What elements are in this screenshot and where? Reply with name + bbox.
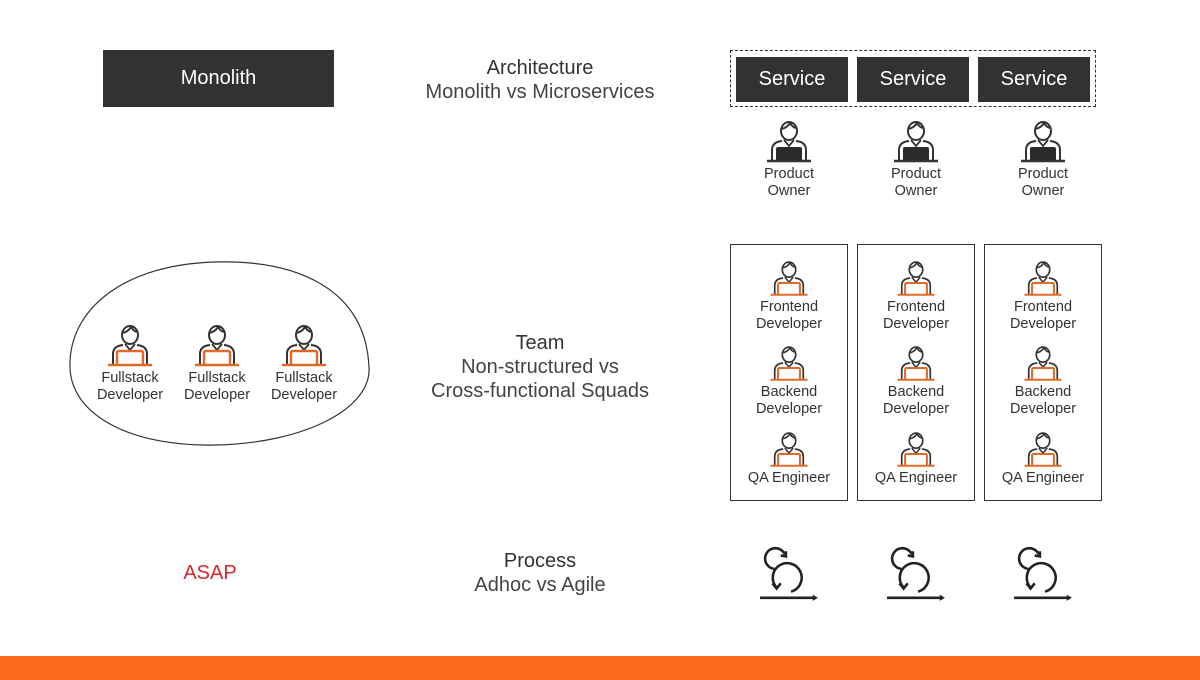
person-role-line1: Backend <box>1014 384 1072 400</box>
person-role-line2: Developer <box>1009 316 1077 332</box>
microservices-group: Service Service Service <box>730 50 1096 107</box>
person-role-line1: Fullstack <box>188 370 246 386</box>
person-role-line2: Developer <box>882 316 950 332</box>
service-box-1: Service <box>736 57 848 102</box>
agile-loop-icon <box>1012 542 1074 604</box>
developer-icon <box>279 320 329 370</box>
monolith-box: Monolith <box>103 50 334 107</box>
person-role-line2: Developer <box>882 401 950 417</box>
developer-icon <box>192 320 242 370</box>
developer-icon <box>895 257 937 299</box>
person-role-line2: Owner <box>1021 183 1065 199</box>
qa-engineer: QA Engineer <box>729 428 849 487</box>
person-role-line1: Frontend <box>1013 299 1073 315</box>
developer-icon <box>1022 342 1064 384</box>
person-role-line1: Product <box>1018 166 1068 182</box>
person-role-line2: Developer <box>755 401 823 417</box>
person-role-line1: QA Engineer <box>747 470 831 486</box>
footer-accent-bar <box>0 656 1200 680</box>
team-subtitle-line2: Cross-functional Squads <box>431 380 649 402</box>
person-role-line2: Developer <box>1009 401 1077 417</box>
product-owner-icon <box>891 116 941 166</box>
product-owner-2: Product Owner <box>856 116 976 200</box>
person-role-line1: Frontend <box>886 299 946 315</box>
developer-icon <box>768 428 810 470</box>
agile-loop-icon <box>758 542 820 604</box>
fullstack-developer-2: Fullstack Developer <box>157 320 277 404</box>
service-label: Service <box>1000 68 1068 90</box>
developer-icon <box>895 428 937 470</box>
team-title: Team <box>515 332 565 354</box>
developer-icon <box>1022 428 1064 470</box>
qa-engineer: QA Engineer <box>856 428 976 487</box>
team-heading: Team Non-structured vs Cross-functional … <box>390 331 690 403</box>
person-role-line1: QA Engineer <box>874 470 958 486</box>
developer-icon <box>1022 257 1064 299</box>
asap-label: ASAP <box>183 562 237 584</box>
product-owner-icon <box>1018 116 1068 166</box>
developer-icon <box>895 342 937 384</box>
team-subtitle-line1: Non-structured vs <box>461 356 619 378</box>
architecture-subtitle: Monolith vs Microservices <box>425 81 655 103</box>
service-box-3: Service <box>978 57 1090 102</box>
person-role-line2: Developer <box>755 316 823 332</box>
person-role-line2: Developer <box>96 387 164 403</box>
person-role-line1: Backend <box>887 384 945 400</box>
product-owner-icon <box>764 116 814 166</box>
person-role-line1: Product <box>764 166 814 182</box>
team-blob-outline <box>69 261 370 446</box>
person-role-line2: Developer <box>270 387 338 403</box>
person-role-line1: Frontend <box>759 299 819 315</box>
product-owner-3: Product Owner <box>983 116 1103 200</box>
service-label: Service <box>879 68 947 90</box>
architecture-heading: Architecture Monolith vs Microservices <box>390 56 690 104</box>
service-label: Service <box>758 68 826 90</box>
product-owner-1: Product Owner <box>729 116 849 200</box>
person-role-line1: Fullstack <box>101 370 159 386</box>
monolith-label: Monolith <box>180 67 257 89</box>
person-role-line1: Product <box>891 166 941 182</box>
fullstack-developer-1: Fullstack Developer <box>70 320 190 404</box>
process-subtitle: Adhoc vs Agile <box>474 574 606 596</box>
person-role-line1: Backend <box>760 384 818 400</box>
person-role-line2: Owner <box>894 183 938 199</box>
person-role-line1: Fullstack <box>275 370 333 386</box>
service-box-2: Service <box>857 57 969 102</box>
fullstack-developer-3: Fullstack Developer <box>244 320 364 404</box>
process-title: Process <box>503 550 577 572</box>
agile-loop-icon <box>885 542 947 604</box>
person-role-line2: Owner <box>767 183 811 199</box>
process-heading: Process Adhoc vs Agile <box>390 549 690 597</box>
person-role-line1: QA Engineer <box>1001 470 1085 486</box>
person-role-line2: Developer <box>183 387 251 403</box>
qa-engineer: QA Engineer <box>983 428 1103 487</box>
developer-icon <box>768 342 810 384</box>
developer-icon <box>768 257 810 299</box>
developer-icon <box>105 320 155 370</box>
architecture-title: Architecture <box>486 57 594 79</box>
